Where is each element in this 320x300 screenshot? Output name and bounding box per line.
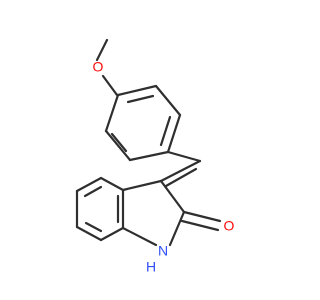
benzene-ring-top bbox=[104, 84, 182, 162]
ring-inner-double-3 bbox=[110, 132, 128, 153]
nitrogen-label: N bbox=[158, 243, 168, 259]
ring-bond-2 bbox=[154, 84, 182, 117]
molecule-canvas: O O N H bbox=[75, 38, 235, 275]
methoxy-oxygen-label: O bbox=[93, 59, 104, 75]
ring-inner-double-1 bbox=[126, 94, 155, 104]
five-ring-bond-5 bbox=[121, 226, 158, 247]
bond-methyl-oxygen bbox=[95, 38, 109, 62]
benzo-bond-5 bbox=[99, 226, 125, 242]
hydrogen-label: H bbox=[146, 259, 156, 275]
benzo-bond-1 bbox=[99, 176, 125, 192]
five-ring-bond-1 bbox=[159, 179, 186, 214]
ring-bond-4 bbox=[128, 150, 170, 162]
benzo-bond-2 bbox=[75, 176, 103, 193]
carbonyl-oxygen-label: O bbox=[224, 218, 235, 234]
vinyl-double-bond-inner bbox=[164, 167, 198, 188]
carbonyl-bond-outer bbox=[182, 210, 222, 223]
indolinone-core bbox=[75, 176, 222, 247]
bond-oxygen-ring bbox=[101, 74, 119, 97]
methoxy-group bbox=[95, 38, 119, 97]
vinyl-double-bond-outer bbox=[159, 159, 202, 183]
ring-bond-3 bbox=[166, 113, 182, 154]
molecule-structure: O O N H bbox=[75, 38, 235, 275]
benzo-inner-double-2 bbox=[84, 221, 103, 233]
ring-inner-double-2 bbox=[159, 115, 172, 147]
five-ring-bond-2 bbox=[168, 210, 186, 247]
bond-ring-to-vinyl bbox=[166, 150, 202, 163]
ring-bond-5 bbox=[104, 129, 132, 162]
ring-bond-6 bbox=[104, 93, 120, 133]
benzo-inner-double-1 bbox=[83, 185, 103, 198]
ring-bond-1 bbox=[116, 84, 158, 97]
five-ring-bond-3 bbox=[121, 179, 163, 192]
benzo-bond-4 bbox=[75, 225, 103, 242]
carbonyl-bond-inner bbox=[180, 219, 220, 232]
benzylidene-linker bbox=[159, 150, 202, 188]
